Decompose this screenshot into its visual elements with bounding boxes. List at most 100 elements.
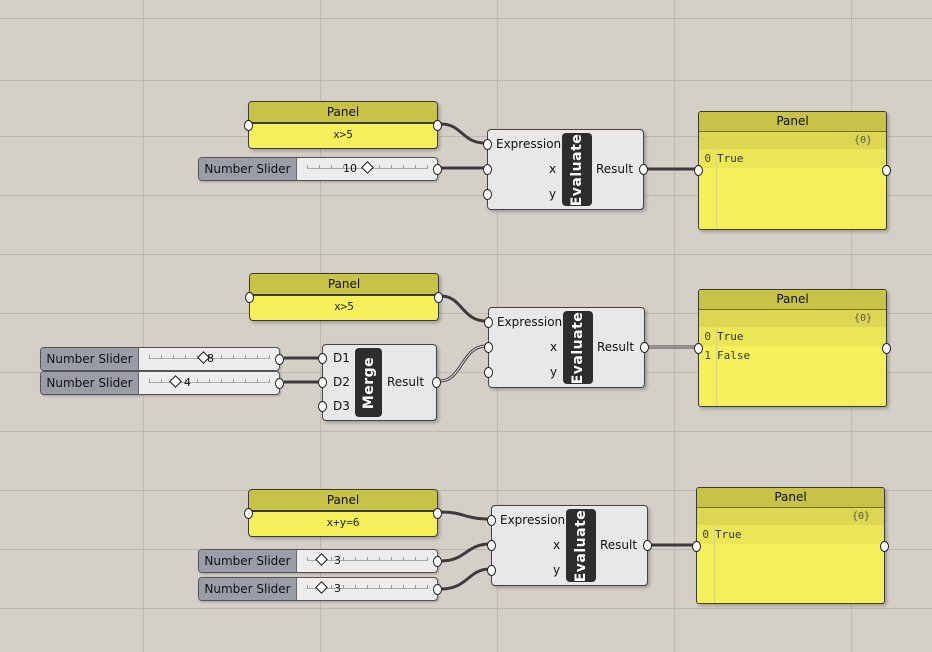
output-port-result[interactable]	[432, 377, 441, 388]
output-port[interactable]	[433, 164, 442, 175]
y-input-label: y	[549, 187, 557, 201]
slider-label: Number Slider	[41, 348, 139, 370]
d3-input-label: D3	[333, 399, 350, 413]
input-port[interactable]	[692, 541, 701, 552]
slider-label: Number Slider	[41, 372, 139, 394]
expression-panel[interactable]: Panel x>5	[245, 273, 443, 321]
row-index: 0	[702, 528, 709, 541]
panel-value[interactable]: x>5	[333, 128, 353, 141]
expression-input-label: Expression	[496, 137, 562, 151]
output-port-result[interactable]	[639, 164, 648, 175]
expression-panel[interactable]: Panel x+y=6	[244, 489, 442, 537]
slider-knob[interactable]	[169, 375, 183, 388]
output-port[interactable]	[433, 556, 442, 567]
input-port-x[interactable]	[487, 540, 496, 551]
slider-track[interactable]	[307, 161, 428, 174]
component-name: Evaluate	[566, 509, 596, 582]
expression-input-label: Expression	[500, 513, 566, 527]
component-name: Evaluate	[562, 133, 592, 206]
output-port[interactable]	[882, 165, 891, 176]
result-output-label: Result	[597, 340, 635, 354]
input-port[interactable]	[244, 508, 253, 519]
slider-track[interactable]	[307, 553, 428, 566]
output-port-result[interactable]	[640, 342, 649, 353]
number-slider[interactable]: Number Slider 3	[198, 577, 442, 601]
evaluate-component[interactable]: Expression x y Evaluate Result	[483, 129, 648, 210]
output-port[interactable]	[880, 541, 889, 552]
output-port[interactable]	[433, 584, 442, 595]
x-input-label: x	[553, 538, 561, 552]
input-port-expression[interactable]	[487, 515, 496, 526]
panel-title: Panel	[249, 490, 437, 512]
output-port[interactable]	[434, 292, 443, 303]
component-name: Evaluate	[563, 311, 593, 384]
input-port[interactable]	[245, 292, 254, 303]
input-port-x[interactable]	[483, 164, 492, 175]
input-port-y[interactable]	[487, 565, 496, 576]
panel-title: Panel	[699, 112, 886, 132]
input-port-expression[interactable]	[484, 317, 493, 328]
result-output-label: Result	[387, 375, 425, 389]
grid-line	[0, 195, 932, 196]
wire	[439, 344, 487, 383]
output-port[interactable]	[433, 508, 442, 519]
slider-track[interactable]	[149, 375, 270, 388]
input-port-d1[interactable]	[318, 353, 327, 364]
number-slider[interactable]: Number Slider 3	[198, 549, 442, 573]
grid-line	[674, 0, 675, 652]
component-name: Merge	[355, 348, 382, 417]
merge-component[interactable]: D1 D2 D3 Merge Result	[318, 344, 441, 421]
slider-value: 3	[334, 582, 341, 595]
data-path: {0}	[699, 310, 886, 327]
grid-line	[0, 254, 932, 255]
panel-title: Panel	[249, 102, 437, 124]
slider-track[interactable]	[149, 351, 270, 364]
number-slider[interactable]: Number Slider 10	[198, 157, 442, 181]
data-path: {0}	[699, 132, 886, 149]
slider-track[interactable]	[307, 581, 428, 594]
slider-knob[interactable]	[361, 161, 374, 174]
wire	[440, 122, 486, 145]
slider-label: Number Slider	[199, 550, 297, 572]
input-port-d3[interactable]	[318, 401, 327, 412]
panel-title: Panel	[697, 488, 884, 508]
panel-value[interactable]: x>5	[334, 300, 354, 313]
input-port[interactable]	[694, 343, 703, 354]
grid-line	[0, 372, 932, 373]
input-port-x[interactable]	[484, 342, 493, 353]
expression-panel[interactable]: Panel x>5	[244, 101, 442, 149]
evaluate-component[interactable]: Expression x y Evaluate Result	[487, 505, 652, 586]
input-port-y[interactable]	[484, 367, 493, 378]
panel-value[interactable]: x+y=6	[326, 516, 360, 529]
output-port[interactable]	[882, 343, 891, 354]
output-port[interactable]	[433, 120, 442, 131]
grid-line	[0, 431, 932, 432]
output-port[interactable]	[275, 354, 284, 365]
wire-highlight	[439, 345, 487, 382]
grid-line	[0, 549, 932, 550]
row-value: True	[717, 152, 744, 165]
output-port-result[interactable]	[643, 540, 652, 551]
output-port[interactable]	[275, 378, 284, 389]
evaluate-component[interactable]: Expression x y Evaluate Result	[484, 307, 649, 388]
input-port-expression[interactable]	[483, 139, 492, 150]
slider-value: 4	[184, 376, 191, 389]
row-index: 0	[704, 330, 711, 343]
input-port-d2[interactable]	[318, 377, 327, 388]
input-port[interactable]	[694, 165, 703, 176]
number-slider[interactable]: Number Slider 8	[40, 347, 284, 371]
input-port[interactable]	[244, 120, 253, 131]
number-slider[interactable]: Number Slider 4	[40, 371, 284, 395]
panel-title: Panel	[250, 274, 438, 296]
slider-knob[interactable]	[315, 553, 329, 566]
slider-knob[interactable]	[315, 581, 329, 594]
input-port-y[interactable]	[483, 189, 492, 200]
